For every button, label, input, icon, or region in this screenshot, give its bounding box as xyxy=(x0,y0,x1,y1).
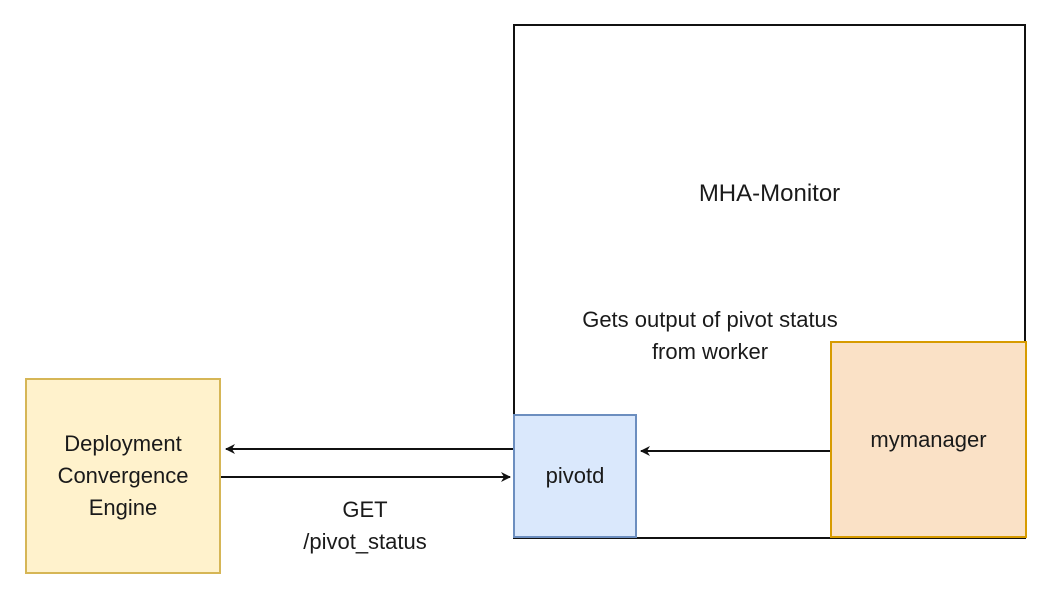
mha-monitor-label: MHA-Monitor xyxy=(698,180,841,207)
pivot-status-output-label: Gets output of pivot status from worker xyxy=(582,307,838,364)
pivotd-label: pivotd xyxy=(545,463,605,488)
get-pivot-status-label: GET /pivot_status xyxy=(303,497,427,554)
deployment-convergence-engine-label: Deployment Convergence Engine xyxy=(57,431,189,520)
mymanager-label: mymanager xyxy=(870,426,987,452)
deployment-convergence-engine-box: Deployment Convergence Engine xyxy=(25,378,221,574)
pivotd-box: pivotd xyxy=(513,414,637,538)
mymanager-box: mymanager xyxy=(830,341,1027,538)
